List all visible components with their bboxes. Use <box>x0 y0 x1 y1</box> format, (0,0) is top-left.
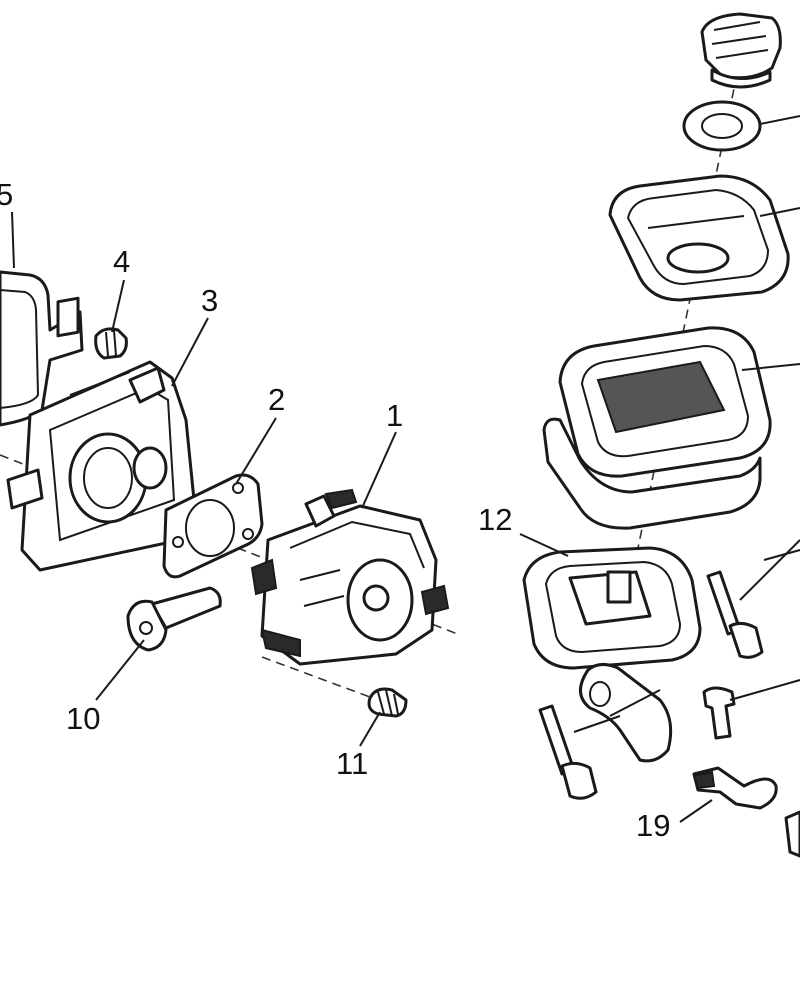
part-12-filter-base <box>522 546 702 763</box>
callout-1: 1 <box>386 398 403 433</box>
part-air-filter-cover <box>608 174 790 302</box>
part-2-carburetor-gasket <box>162 473 264 579</box>
leader-lines <box>11 115 800 823</box>
part-19-clip <box>692 766 778 810</box>
part-bolt-left <box>538 704 598 800</box>
part-cropped-fitting <box>784 810 800 858</box>
part-5-intake-gasket <box>0 270 84 427</box>
callout-12: 12 <box>478 502 512 537</box>
callout-labels: 5 4 3 2 1 10 11 12 19 <box>0 177 670 843</box>
callout-19: 19 <box>636 808 670 843</box>
callout-3: 3 <box>201 283 218 318</box>
part-screw <box>702 686 736 740</box>
part-bolt-right <box>706 570 764 659</box>
callout-2: 2 <box>268 382 285 417</box>
part-air-filter-element <box>542 326 772 530</box>
callout-4: 4 <box>113 244 130 279</box>
part-4-nut <box>94 327 128 360</box>
part-11-spring <box>367 687 408 718</box>
part-air-filter-knob <box>700 12 782 89</box>
part-washer <box>682 100 762 152</box>
part-10-fuel-tube <box>126 586 222 652</box>
callout-5: 5 <box>0 177 13 212</box>
callout-10: 10 <box>66 701 100 736</box>
part-1-carburetor <box>250 488 450 666</box>
callout-11: 11 <box>336 746 368 781</box>
